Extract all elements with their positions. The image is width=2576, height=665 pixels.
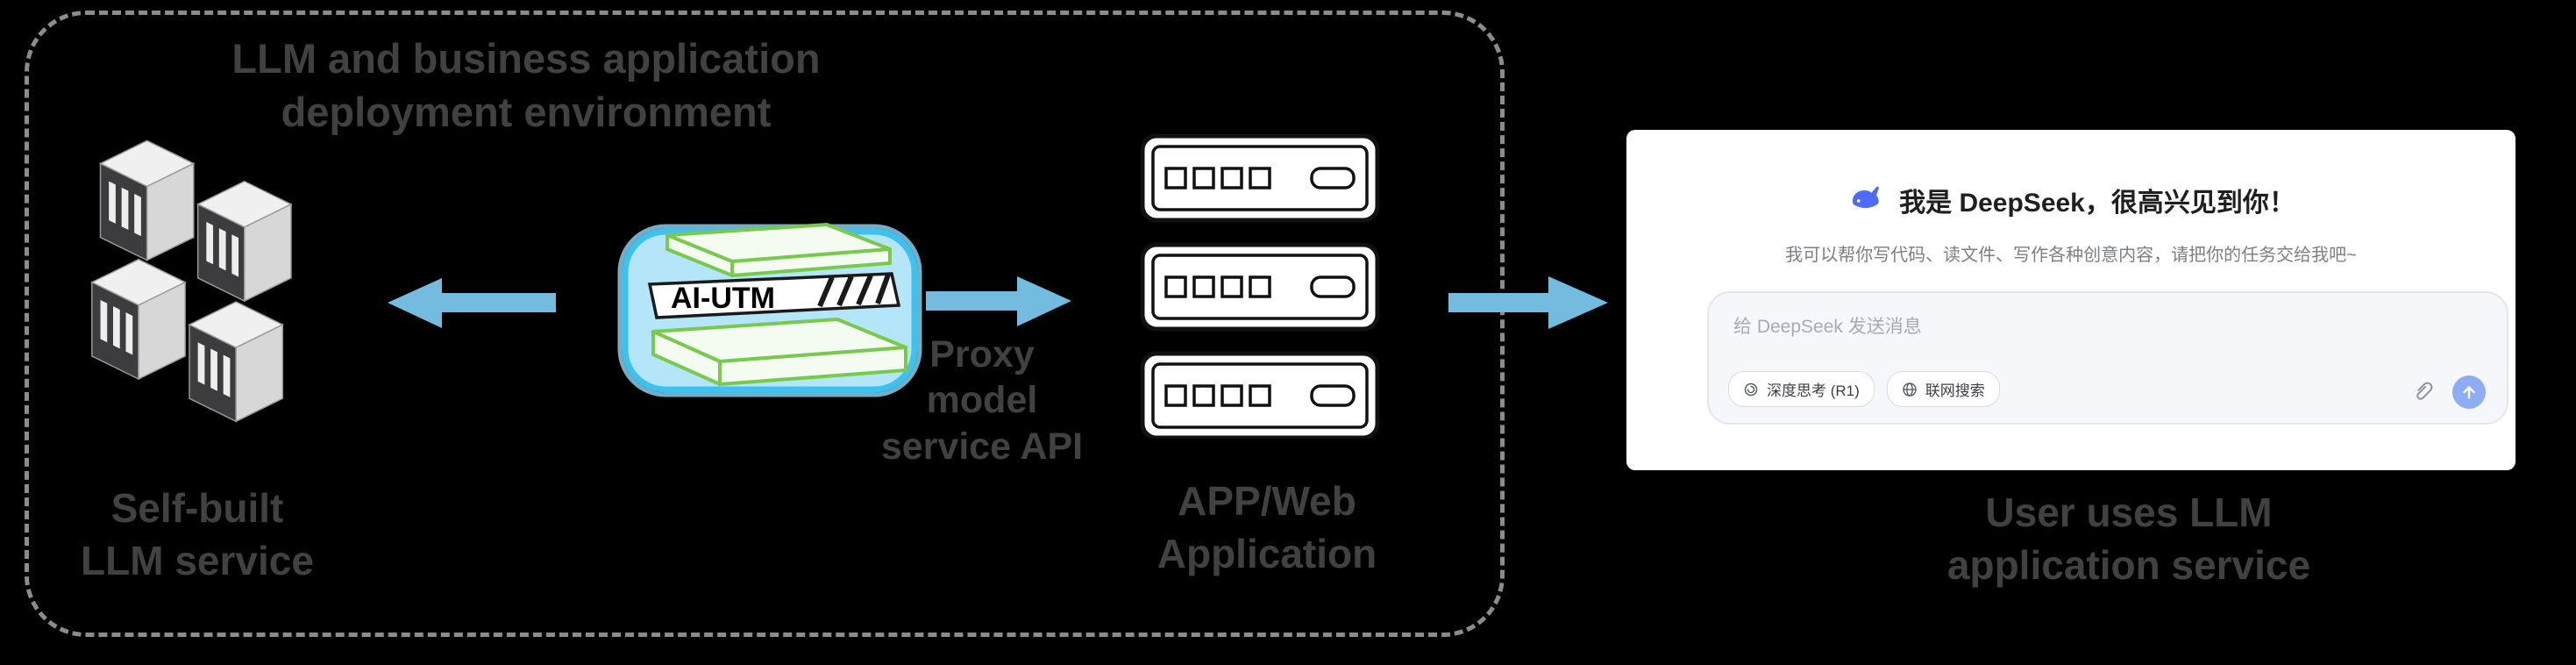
self-built-llm-servers-icon (91, 140, 292, 423)
user-service-label: User uses LLM application service (1946, 490, 2311, 588)
input-right-controls (2412, 375, 2486, 409)
self-built-llm-label: Self-built LLM service (81, 485, 314, 583)
deployment-environment-box (25, 11, 1505, 637)
attach-paperclip-icon[interactable] (2412, 381, 2435, 404)
deepseek-header: 我是 DeepSeek，很高兴见到你！ (1626, 181, 2516, 219)
app-web-server-stack-icon (1140, 133, 1380, 439)
environment-title-line2: deployment environment (281, 89, 772, 136)
input-placeholder: 给 DeepSeek 发送消息 (1733, 317, 1922, 337)
ai-utm-label: AI-UTM (671, 282, 775, 315)
ai-utm-appliance-icon: AI-UTM (617, 223, 922, 397)
send-button[interactable] (2452, 375, 2486, 409)
app-web-label: APP/Web Application (1156, 478, 1377, 576)
input-mode-buttons: 深度思考 (R1) 联网搜索 (1728, 371, 2000, 407)
deepseek-whale-logo-icon (1853, 186, 1879, 209)
environment-title-line1: LLM and business application (231, 35, 821, 82)
arrow-to-app-web (926, 276, 1071, 326)
globe-icon (1903, 382, 1917, 397)
proxy-api-label: Proxy model service API (880, 333, 1084, 468)
deepseek-subtitle: 我可以帮你写代码、读文件、写作各种创意内容，请把你的任务交给我吧~ (1785, 246, 2357, 265)
arrow-left-to-llm-service (388, 278, 556, 328)
environment-title: LLM and business application deployment … (83, 32, 969, 139)
deepthink-button[interactable]: 深度思考 (R1) (1728, 371, 1875, 407)
deepseek-message-input[interactable]: 给 DeepSeek 发送消息 深度思考 (R1) 联网搜索 (1707, 291, 2508, 425)
send-up-arrow-icon (2463, 386, 2475, 399)
deepseek-greeting: 我是 DeepSeek，很高兴见到你！ (1899, 189, 2295, 218)
arrow-to-user-panel (1448, 276, 1608, 329)
web-search-button[interactable]: 联网搜索 (1886, 371, 2000, 407)
deepthink-icon (1744, 383, 1758, 396)
deepseek-panel: 我是 DeepSeek，很高兴见到你！ 我可以帮你写代码、读文件、写作各种创意内… (1626, 130, 2516, 470)
